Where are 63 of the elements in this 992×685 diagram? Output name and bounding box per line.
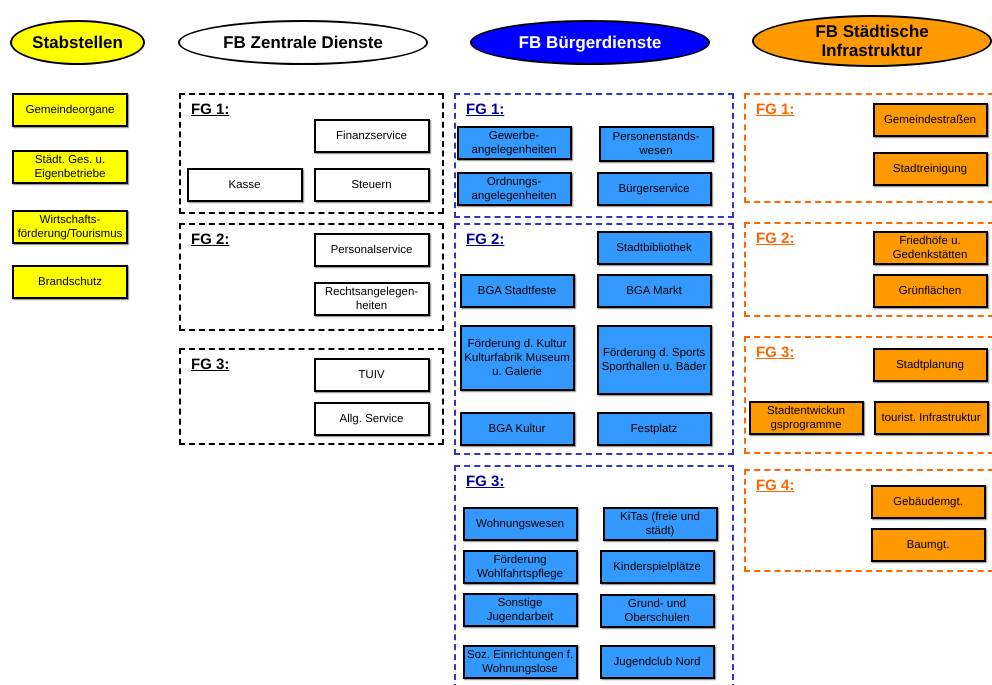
group-frame	[454, 223, 734, 455]
unit-box: TUIV	[314, 358, 430, 392]
unit-box: Förderung Wohlfahrtspflege	[462, 550, 578, 584]
unit-box: KiTas (freie und städt)	[602, 506, 718, 540]
unit-box: Finanzservice	[314, 118, 430, 152]
group-title: FG 2:	[756, 230, 794, 248]
unit-box: Grünflächen	[872, 274, 988, 308]
unit-box: Bürgerservice	[596, 172, 712, 206]
unit-box: Förderung d. Kultur Kulturfabrik Museum u. Galerie	[460, 324, 574, 390]
unit-box: Wirtschafts- förderung/Tourismus	[12, 210, 128, 244]
department-header: Stabstellen	[10, 20, 145, 65]
group-frame	[454, 465, 734, 685]
unit-box: Soz. Einrichtungen f. Wohnungslose	[462, 644, 578, 678]
unit-box: Baumgt.	[870, 528, 986, 562]
unit-box: Festplatz	[596, 412, 712, 446]
unit-box: Gemeindeorgane	[12, 93, 128, 127]
group-title: FG 2:	[191, 231, 230, 249]
unit-box: Kasse	[186, 168, 302, 202]
unit-box: Förderung d. Sports Sporthallen u. Bäder	[596, 324, 712, 394]
unit-box: Gebäudemgt.	[870, 484, 986, 518]
unit-box: Friedhöfe u. Gedenkstätten	[872, 230, 988, 264]
unit-box: Gewerbe- angelegenheiten	[456, 126, 572, 160]
group-title: FG 3:	[191, 356, 230, 374]
unit-box: Personenstands- wesen	[598, 126, 714, 162]
unit-box: Stadtbibliothek	[596, 230, 712, 264]
group-title: FG 4:	[756, 477, 794, 495]
unit-box: Jugendclub Nord	[600, 644, 714, 678]
unit-box: Steuern	[314, 168, 430, 202]
unit-box: Sonstige Jugendarbeit	[462, 592, 578, 626]
group-frame	[179, 223, 444, 331]
group-frame	[744, 469, 992, 572]
department-header: FB Bürgerdienste	[470, 20, 710, 65]
group-frame	[179, 93, 444, 214]
unit-box: BGA Stadtfeste	[460, 274, 574, 308]
unit-box: Grund- und Oberschulen	[600, 594, 714, 628]
unit-box: Stadtentwickun gsprogramme	[748, 400, 864, 434]
group-title: FG 1:	[756, 101, 794, 119]
group-title: FG 1:	[466, 101, 504, 119]
unit-box: Kinderspielplätze	[600, 550, 714, 584]
group-title: FG 3:	[466, 473, 504, 491]
unit-box: Brandschutz	[12, 265, 128, 299]
department-header: FB Zentrale Dienste	[178, 20, 428, 65]
unit-box: Stadtplanung	[872, 348, 988, 382]
group-title: FG 1:	[191, 101, 230, 119]
group-frame	[744, 222, 992, 317]
unit-box: Allg. Service	[314, 402, 430, 436]
unit-box: Stadtreinigung	[872, 152, 988, 186]
group-frame	[179, 348, 444, 445]
unit-box: Gemeindestraßen	[872, 102, 988, 136]
group-title: FG 3:	[756, 344, 794, 362]
unit-box: Städt. Ges. u. Eigenbetriebe	[12, 150, 128, 184]
unit-box: BGA Markt	[596, 274, 712, 308]
group-frame	[454, 93, 734, 218]
unit-box: Ordnungs- angelegenheiten	[456, 172, 572, 206]
group-frame	[744, 336, 992, 454]
unit-box: Wohnungswesen	[462, 506, 578, 540]
unit-box: tourist. Infrastruktur	[874, 400, 988, 434]
unit-box: Personalservice	[314, 232, 430, 266]
group-frame	[744, 93, 992, 203]
unit-box: Rechtsangelegen- heiten	[314, 282, 430, 316]
group-title: FG 2:	[466, 231, 504, 249]
unit-box: BGA Kultur	[460, 412, 574, 446]
department-header: FB Städtische Infrastruktur	[752, 15, 992, 67]
